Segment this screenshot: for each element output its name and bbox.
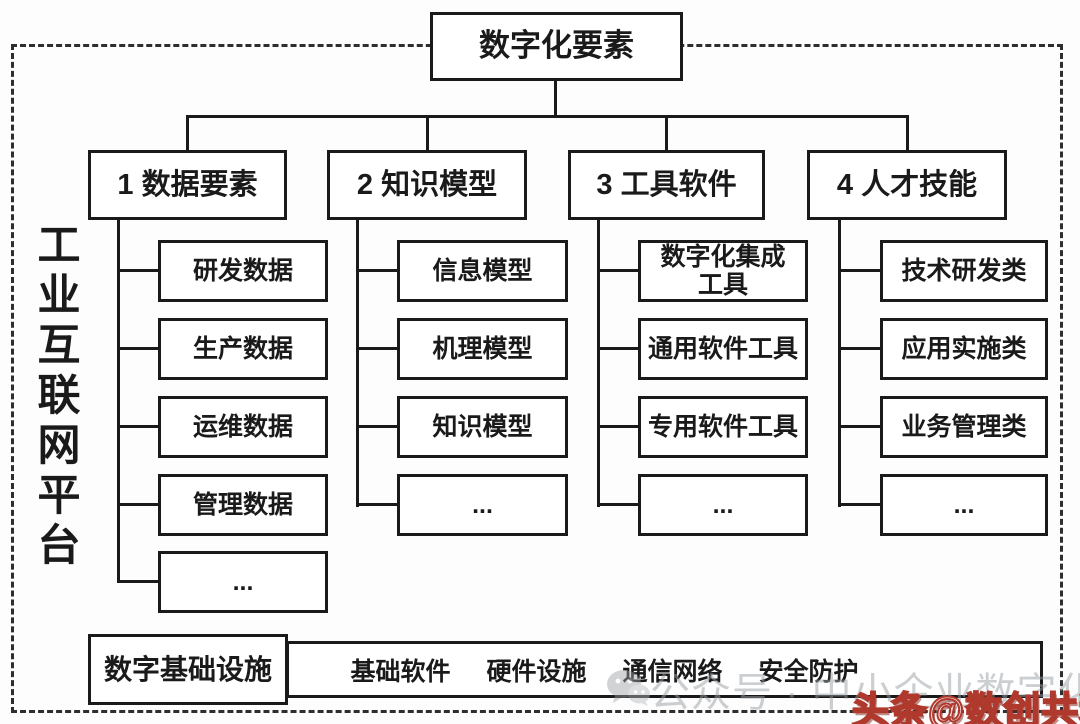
node-child: 知识模型 (397, 396, 568, 458)
foundation-item: 安全防护 (758, 657, 859, 686)
connector-child-stub (597, 503, 638, 506)
foundation-item: 硬件设施 (486, 657, 587, 686)
node-column-header-data: 1 数据要素 (88, 150, 287, 220)
connector-child-stub (117, 580, 158, 583)
connector-child-stub (597, 269, 638, 272)
node-child: 研发数据 (158, 240, 328, 302)
node-child: 数字化集成 工具 (638, 240, 808, 302)
connector-stub-col3 (665, 115, 668, 152)
connector-child-stub (838, 347, 880, 350)
connector-child-stub (356, 503, 397, 506)
platform-label: 工业互联网平台 (31, 222, 79, 572)
node-foundation-label: 数字基础设施 (88, 634, 288, 705)
connector-root-stem (554, 81, 557, 117)
foundation-item: 通信网络 (622, 657, 723, 686)
node-root: 数字化要素 (430, 12, 683, 81)
node-child-ellipsis: ... (397, 474, 568, 536)
red-watermark: 头条@数创共和 (851, 689, 1080, 724)
node-column-header-tools: 3 工具软件 (568, 150, 765, 220)
connector-stub-col2 (426, 115, 429, 152)
connector-child-stub (356, 269, 397, 272)
node-child: 业务管理类 (880, 396, 1048, 458)
connector-stub-col1 (186, 115, 189, 152)
connector-child-stub (356, 347, 397, 350)
connector-child-stub (838, 503, 880, 506)
connector-child-stub (117, 503, 158, 506)
node-child: 生产数据 (158, 318, 328, 380)
connector-trunk-col2 (356, 218, 359, 507)
connector-child-stub (117, 425, 158, 428)
connector-trunk-col1 (117, 218, 120, 583)
node-child: 应用实施类 (880, 318, 1048, 380)
node-column-header-knowledge: 2 知识模型 (327, 150, 527, 220)
wechat-icon (605, 668, 651, 708)
connector-main-horizontal (186, 115, 909, 118)
node-child: 运维数据 (158, 396, 328, 458)
node-child-ellipsis: ... (638, 474, 808, 536)
connector-child-stub (838, 269, 880, 272)
connector-child-stub (356, 425, 397, 428)
foundation-item: 基础软件 (350, 657, 451, 686)
connector-child-stub (597, 425, 638, 428)
connector-trunk-col4 (838, 218, 841, 507)
node-child: 信息模型 (397, 240, 568, 302)
node-column-header-talent: 4 人才技能 (807, 150, 1007, 220)
connector-child-stub (117, 347, 158, 350)
connector-child-stub (838, 425, 880, 428)
node-child-ellipsis: ... (158, 551, 328, 613)
connector-stub-col4 (906, 115, 909, 152)
node-child-ellipsis: ... (880, 474, 1048, 536)
node-child: 专用软件工具 (638, 396, 808, 458)
node-child: 管理数据 (158, 474, 328, 536)
connector-child-stub (597, 347, 638, 350)
gray-watermark: 公众号 · 中小企业数字化转型 (650, 671, 1080, 715)
node-child: 机理模型 (397, 318, 568, 380)
node-child: 通用软件工具 (638, 318, 808, 380)
foundation-items-bar: 基础软件 硬件设施 通信网络 安全防护 (286, 641, 1043, 698)
node-child: 技术研发类 (880, 240, 1048, 302)
connector-trunk-col3 (597, 218, 600, 507)
connector-child-stub (117, 269, 158, 272)
